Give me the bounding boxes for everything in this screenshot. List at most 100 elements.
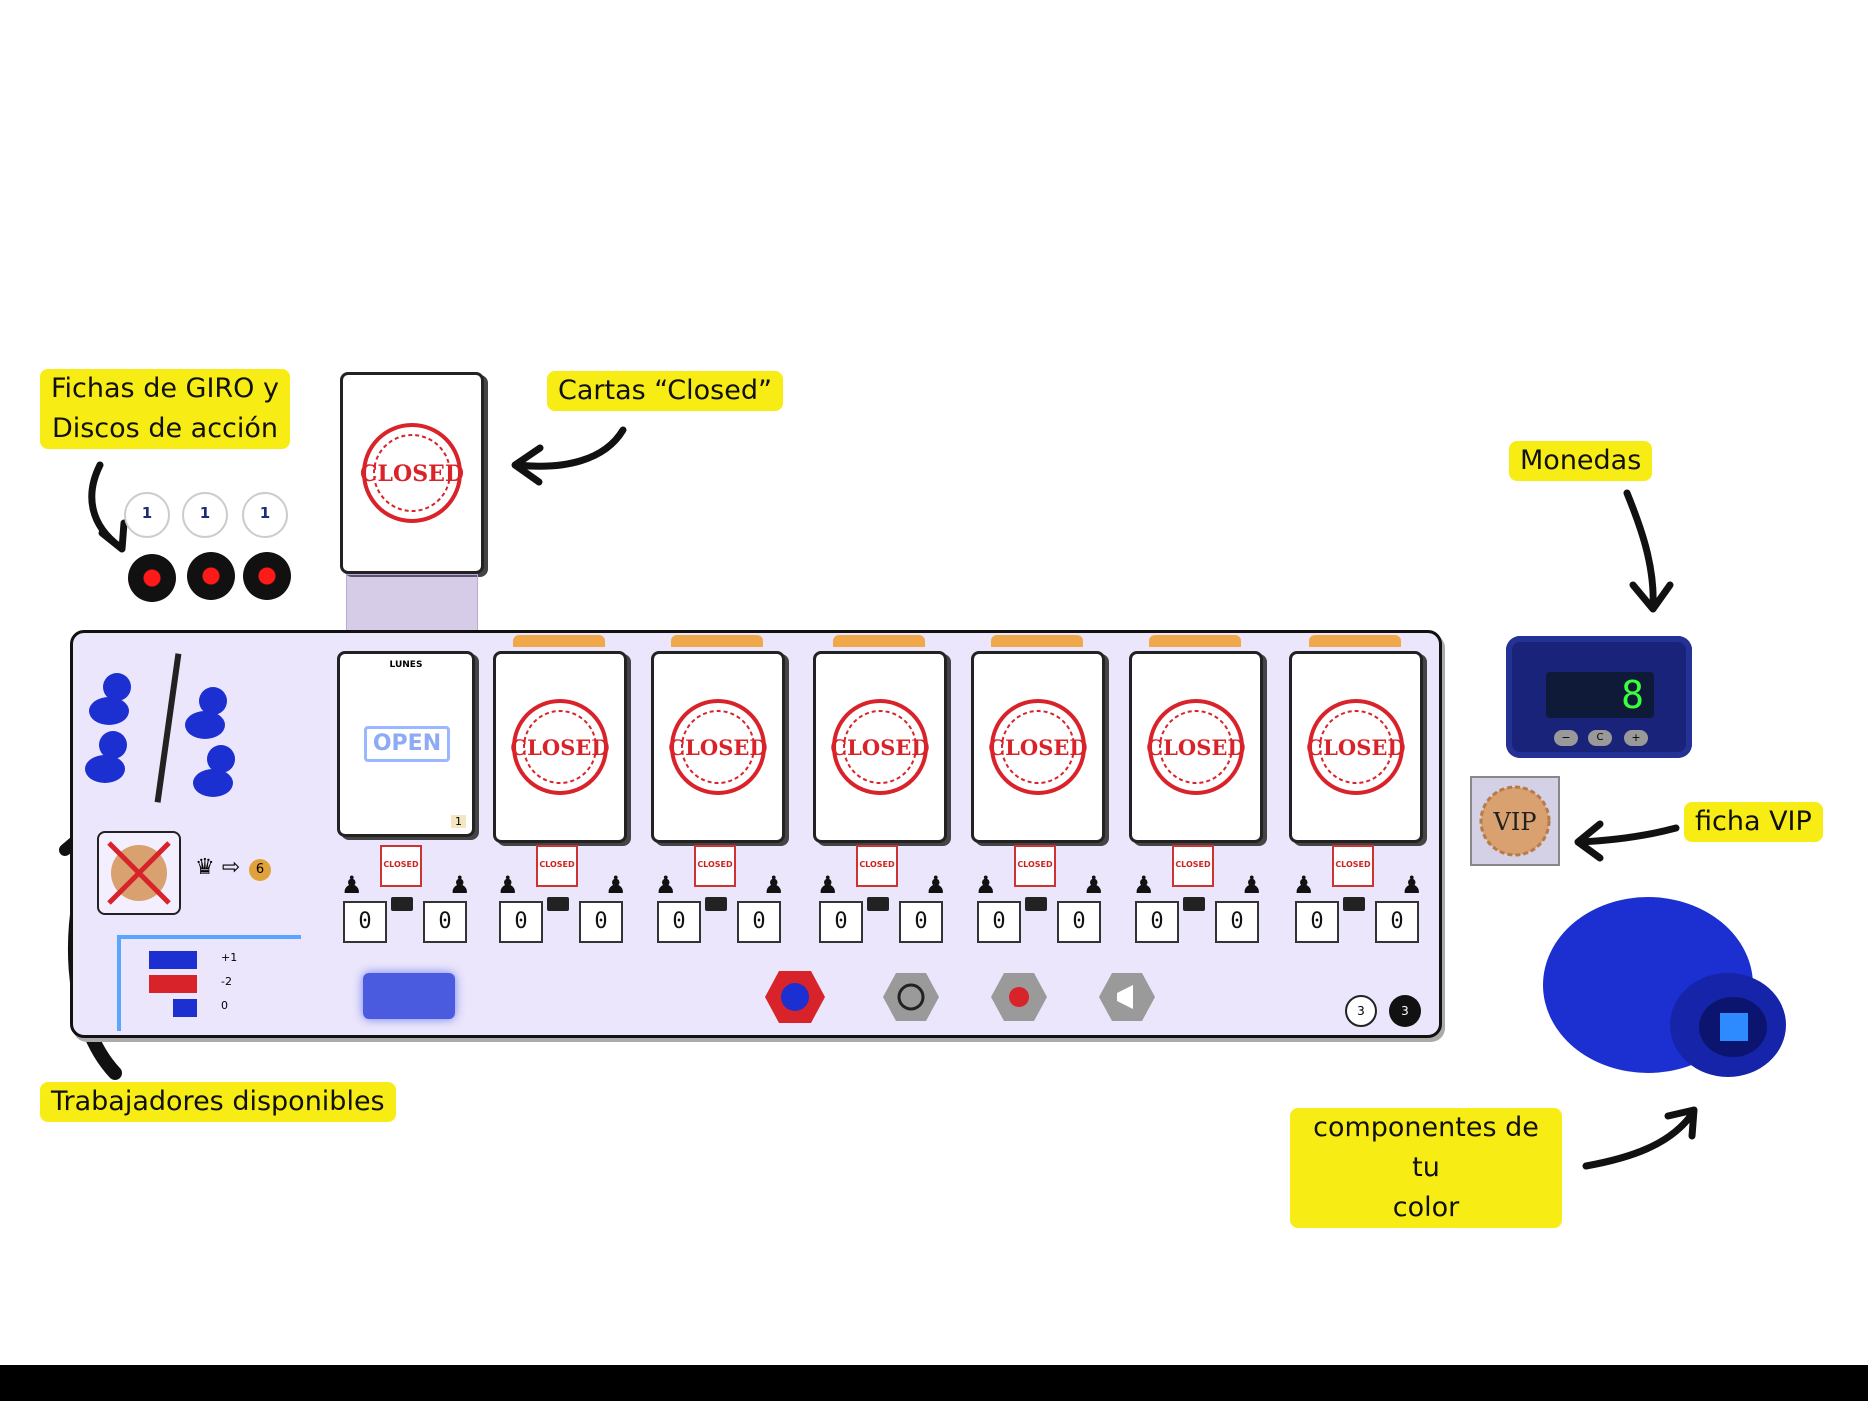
- closed-stamp-icon: CLOSED: [830, 699, 930, 795]
- customer-icon: ♟: [449, 871, 471, 899]
- counter-left[interactable]: 0: [1295, 901, 1339, 943]
- disc-counter-token[interactable]: 3: [1389, 995, 1421, 1027]
- mini-sign-label: CLOSED: [539, 860, 575, 869]
- closed-card-deck[interactable]: CLOSED: [340, 372, 484, 574]
- cashier-desk-icon: [1343, 897, 1365, 911]
- counter-right[interactable]: 0: [1375, 901, 1419, 943]
- cashier-desk-icon: [1025, 897, 1047, 911]
- giro-token[interactable]: 1: [242, 492, 288, 538]
- counter-left[interactable]: 0: [343, 901, 387, 943]
- counter-right[interactable]: 0: [737, 901, 781, 943]
- counter-left[interactable]: 0: [1135, 901, 1179, 943]
- counter-right[interactable]: 0: [899, 901, 943, 943]
- closed-stamp-icon: CLOSED: [360, 423, 464, 523]
- open-card[interactable]: LUNES OPEN 1: [337, 651, 475, 837]
- player-bag-icon[interactable]: [1538, 895, 1798, 1095]
- card-tab: [1309, 635, 1401, 647]
- vip-slot: [97, 831, 181, 915]
- advertise-action-icon[interactable]: [1097, 969, 1157, 1025]
- coin-counter[interactable]: 8 − C +: [1506, 636, 1692, 758]
- day-label: LUNES: [389, 660, 423, 670]
- giro-token[interactable]: 1: [182, 492, 228, 538]
- giro-counter-token[interactable]: 3: [1345, 995, 1377, 1027]
- svg-text:CLOSED: CLOSED: [1306, 735, 1405, 760]
- counter-right[interactable]: 0: [579, 901, 623, 943]
- counter-right[interactable]: 0: [423, 901, 467, 943]
- customer-icon: ♟: [1133, 871, 1155, 899]
- bottom-letterbox-bar: [0, 1365, 1868, 1401]
- vip-badge-icon: VIP: [1479, 785, 1551, 857]
- card-tab: [991, 635, 1083, 647]
- customer-icon: ♟: [817, 871, 839, 899]
- svg-text:CLOSED: CLOSED: [988, 735, 1087, 760]
- worker-pawn-icon[interactable]: [191, 743, 237, 799]
- cashier-desk-icon: [867, 897, 889, 911]
- svg-text:VIP: VIP: [1493, 808, 1537, 836]
- customer-icon: ♟: [1083, 871, 1105, 899]
- thief-action-icon[interactable]: [763, 967, 827, 1027]
- svg-text:CLOSED: CLOSED: [510, 735, 609, 760]
- closed-stamp-icon: CLOSED: [668, 699, 768, 795]
- customer-icon: ♟: [605, 871, 627, 899]
- action-disc[interactable]: [187, 552, 235, 600]
- worker-lane-divider: [154, 653, 182, 803]
- customer-icon: ♟: [655, 871, 677, 899]
- rule-value: -2: [221, 975, 232, 988]
- coin-reset-button[interactable]: C: [1588, 730, 1612, 746]
- rule-value: +1: [221, 951, 238, 964]
- closed-card[interactable]: CLOSED: [1289, 651, 1423, 843]
- coin-minus-button[interactable]: −: [1554, 730, 1578, 746]
- closed-card[interactable]: CLOSED: [493, 651, 627, 843]
- closed-card[interactable]: CLOSED: [651, 651, 785, 843]
- action-disc[interactable]: [128, 554, 176, 602]
- label-fichas-giro: Fichas de GIRO y Discos de acción: [40, 369, 290, 449]
- coin-display: 8: [1546, 672, 1654, 718]
- giro-token[interactable]: 1: [124, 492, 170, 538]
- coin-value: 8: [1621, 673, 1644, 717]
- label-componentes: componentes de tu color: [1290, 1108, 1562, 1228]
- mini-sign-label: CLOSED: [383, 860, 419, 869]
- mini-closed-sign: CLOSED: [1332, 845, 1374, 887]
- player-score-tile[interactable]: [363, 973, 455, 1019]
- double-action-icon[interactable]: [881, 969, 941, 1025]
- label-cartas-closed: Cartas “Closed”: [547, 371, 783, 411]
- mini-sign-label: CLOSED: [1335, 860, 1371, 869]
- worker-pawn-icon[interactable]: [183, 685, 229, 741]
- closed-card[interactable]: CLOSED: [1129, 651, 1263, 843]
- card-tab: [833, 635, 925, 647]
- svg-text:CLOSED: CLOSED: [830, 735, 929, 760]
- label-ficha-vip: ficha VIP: [1684, 802, 1823, 842]
- vip-crossed-icon: [107, 841, 171, 905]
- mini-closed-sign: CLOSED: [694, 845, 736, 887]
- mini-closed-sign: CLOSED: [1172, 845, 1214, 887]
- svg-text:CLOSED: CLOSED: [1146, 735, 1245, 760]
- coin-plus-button[interactable]: +: [1624, 730, 1648, 746]
- mini-sign-label: CLOSED: [1175, 860, 1211, 869]
- worker-pawn-icon[interactable]: [83, 729, 129, 785]
- mini-closed-sign: CLOSED: [1014, 845, 1056, 887]
- cashier-desk-icon: [1183, 897, 1205, 911]
- action-disc[interactable]: [243, 552, 291, 600]
- worker-pawn-icon[interactable]: [87, 671, 133, 727]
- customer-icon: ♟: [1293, 871, 1315, 899]
- block-action-icon[interactable]: [989, 969, 1049, 1025]
- vip-token[interactable]: VIP: [1470, 776, 1560, 866]
- arrow-to-closed-card: [511, 426, 627, 486]
- counter-right[interactable]: 0: [1057, 901, 1101, 943]
- closed-card[interactable]: CLOSED: [971, 651, 1105, 843]
- mini-sign-label: CLOSED: [697, 860, 733, 869]
- counter-left[interactable]: 0: [499, 901, 543, 943]
- customer-icon: ♟: [1241, 871, 1263, 899]
- arrow-to-bag: [1582, 1106, 1698, 1170]
- closed-card[interactable]: CLOSED: [813, 651, 947, 843]
- svg-text:CLOSED: CLOSED: [668, 735, 767, 760]
- svg-text:CLOSED: CLOSED: [360, 461, 464, 487]
- counter-left[interactable]: 0: [819, 901, 863, 943]
- counter-left[interactable]: 0: [657, 901, 701, 943]
- worker-supply-value: 6: [249, 859, 271, 881]
- counter-right[interactable]: 0: [1215, 901, 1259, 943]
- counter-left[interactable]: 0: [977, 901, 1021, 943]
- rules-box: +1 -2 0: [117, 935, 301, 1031]
- open-card-count: 1: [451, 815, 466, 828]
